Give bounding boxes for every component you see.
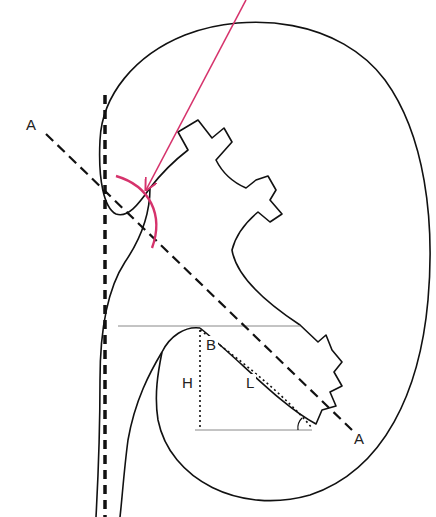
renal-pelvis bbox=[150, 120, 342, 424]
axis-line bbox=[46, 134, 352, 430]
reference-line bbox=[195, 430, 312, 431]
part-label: A bbox=[352, 430, 366, 447]
ureter bbox=[120, 352, 162, 517]
part-label: B bbox=[204, 336, 218, 353]
part-label: L bbox=[244, 374, 256, 391]
reference-line bbox=[118, 326, 300, 327]
length-line bbox=[200, 330, 312, 428]
lower-pole-lip bbox=[162, 328, 200, 352]
puncture-arrow bbox=[146, 0, 246, 190]
vertical-axis bbox=[103, 95, 107, 517]
kidney-outline bbox=[100, 22, 430, 500]
part-label: H bbox=[180, 374, 195, 391]
puncture-arc bbox=[116, 176, 156, 248]
part-label: A bbox=[24, 116, 38, 133]
angle-arc bbox=[298, 418, 302, 430]
height-line bbox=[199, 330, 201, 430]
